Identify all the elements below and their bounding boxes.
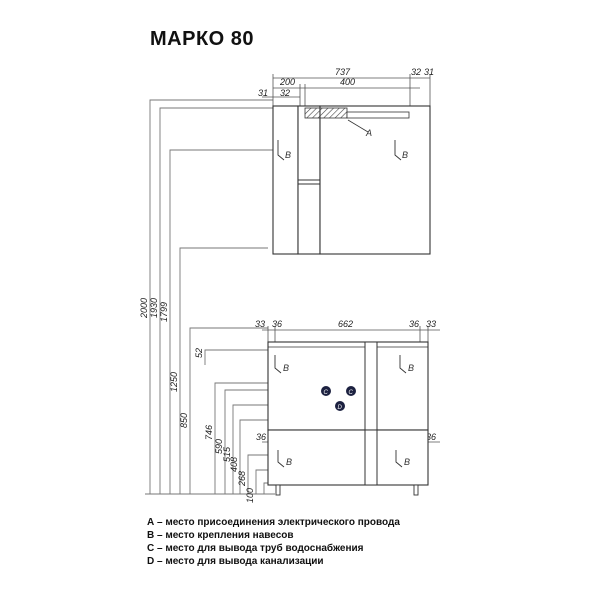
height-590: 590 bbox=[214, 439, 224, 454]
leg bbox=[413, 484, 419, 496]
dim-737: 737 bbox=[335, 67, 351, 77]
marker-b: B bbox=[286, 457, 292, 467]
height-1250: 1250 bbox=[169, 372, 179, 392]
height-extension-lines bbox=[145, 99, 275, 495]
marker-b: B bbox=[285, 150, 291, 160]
marker-b: B bbox=[404, 457, 410, 467]
dim-top-left-31: 31 bbox=[258, 88, 268, 98]
dim-top-right-31: 31 bbox=[424, 67, 434, 77]
dim-200: 200 bbox=[279, 77, 295, 87]
height-values: 2000 1930 1799 1250 850 52 746 590 515 4… bbox=[139, 298, 255, 503]
height-1799: 1799 bbox=[159, 302, 169, 322]
dim-mid-left-36: 36 bbox=[272, 319, 282, 329]
vanity-upper: 33 36 662 36 33 B B C C D bbox=[255, 319, 440, 431]
dim-662: 662 bbox=[338, 319, 353, 329]
dim-top-right-32: 32 bbox=[411, 67, 421, 77]
marker-d: D bbox=[338, 405, 343, 411]
marker-b: B bbox=[402, 150, 408, 160]
height-268: 268 bbox=[237, 471, 247, 487]
height-52: 52 bbox=[194, 348, 204, 358]
marker-b: B bbox=[283, 363, 289, 373]
height-1930: 1930 bbox=[149, 298, 159, 318]
outlet-d bbox=[335, 401, 345, 411]
wall-cabinet: 737 200 400 32 31 31 32 A B B bbox=[258, 67, 434, 255]
height-515: 515 bbox=[222, 446, 232, 462]
height-100: 100 bbox=[245, 488, 255, 503]
legend-item-d: D – место для вывода канализации bbox=[147, 556, 324, 567]
marker-c: C bbox=[324, 390, 329, 396]
marker-b: B bbox=[408, 363, 414, 373]
vanity-lower: 36 32 660 32 36 B B bbox=[256, 429, 440, 496]
outlet-c bbox=[321, 386, 331, 396]
height-2000: 2000 bbox=[139, 298, 149, 319]
dim-mid-right-36: 36 bbox=[409, 319, 419, 329]
leg bbox=[275, 484, 281, 496]
dim-mid-left-33: 33 bbox=[255, 319, 265, 329]
dim-top-left-32: 32 bbox=[280, 88, 290, 98]
legend-item-b: В – место крепления навесов bbox=[147, 530, 294, 541]
page-title: МАРКО 80 bbox=[150, 28, 255, 50]
outlet-c bbox=[346, 386, 356, 396]
legend-item-c: С – место для вывода труб водоснабжения bbox=[147, 543, 364, 554]
height-850: 850 bbox=[179, 413, 189, 428]
dim-low-left-36: 36 bbox=[256, 432, 266, 442]
height-746: 746 bbox=[204, 425, 214, 440]
legend-item-a: А – место присоединения электрического п… bbox=[147, 517, 400, 528]
legend: А – место присоединения электрического п… bbox=[147, 516, 400, 568]
dim-mid-right-33: 33 bbox=[426, 319, 436, 329]
dim-400: 400 bbox=[340, 77, 355, 87]
dim-low-right-36: 36 bbox=[426, 432, 436, 442]
height-408: 408 bbox=[229, 457, 239, 472]
marker-a: A bbox=[365, 128, 372, 138]
marker-c: C bbox=[349, 390, 354, 396]
